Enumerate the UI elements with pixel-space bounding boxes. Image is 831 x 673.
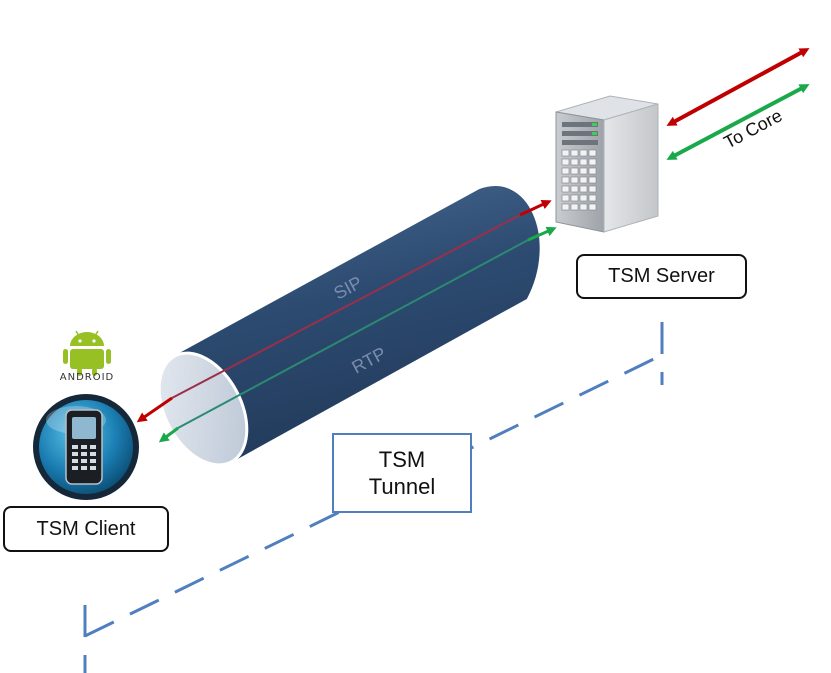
to-core-red-arrow: [666, 48, 810, 126]
tsm-tunnel-label: TSM Tunnel: [332, 433, 472, 513]
tsm-client-label: TSM Client: [3, 506, 169, 552]
rtp-line: [177, 239, 529, 429]
tsm-server-label: TSM Server: [576, 254, 747, 299]
to-core-green-arrow: [666, 84, 810, 160]
phone-client-icon: [33, 394, 139, 500]
server-icon: [555, 95, 659, 233]
sip-line: [171, 214, 521, 399]
tunnel-label-line1: TSM: [378, 446, 426, 472]
sip-arrow-to-server: [519, 199, 552, 217]
rtp-arrow-to-client: [158, 426, 179, 443]
tsm-tunnel-cylinder: [157, 183, 543, 469]
tunnel-label-line2: Tunnel: [368, 474, 436, 499]
sip-arrow-to-client: [136, 396, 173, 423]
rtp-arrow-to-server: [527, 226, 557, 242]
android-robot-icon: [63, 330, 111, 376]
android-wordmark: ANDROID: [59, 372, 115, 383]
